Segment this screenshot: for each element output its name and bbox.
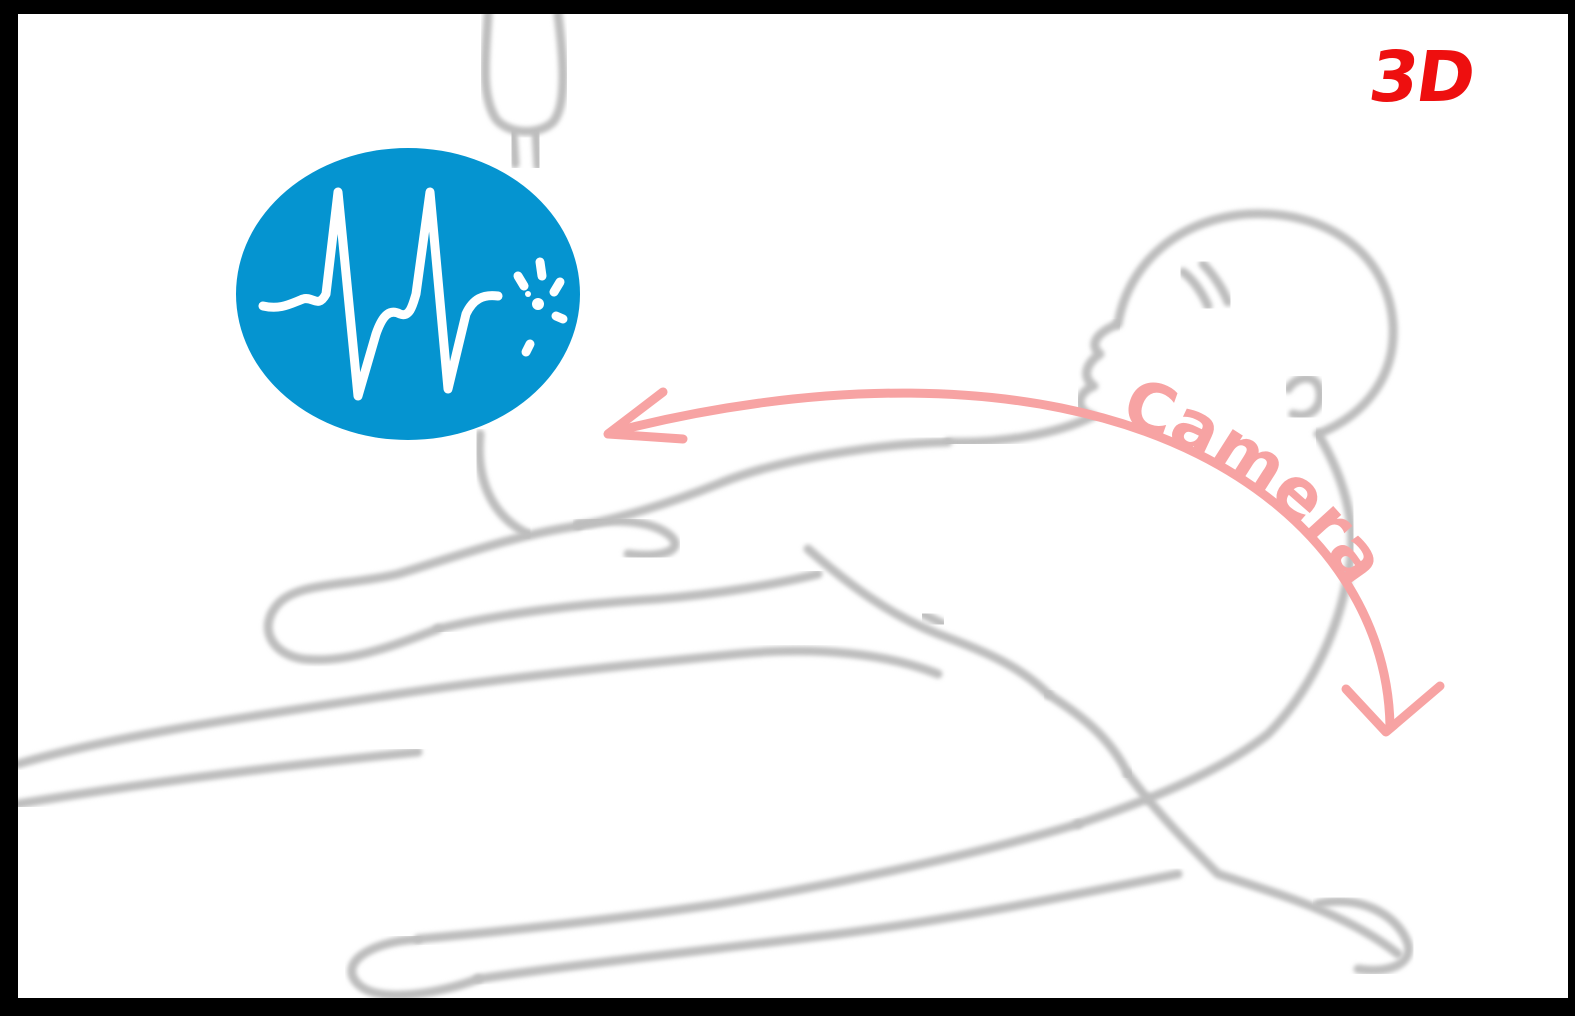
neck-line	[948, 416, 1093, 442]
view-mode-label: 3D	[1365, 42, 1478, 112]
face-profile	[1080, 324, 1118, 416]
near-hand	[578, 521, 675, 555]
far-arm-lower	[18, 752, 418, 804]
monitor-badge[interactable]	[236, 148, 580, 440]
probe-tip	[513, 132, 538, 166]
shoulder-line	[578, 442, 948, 526]
belly-line	[1048, 694, 1128, 774]
ear	[1288, 378, 1320, 415]
knee-hand	[352, 939, 478, 995]
navel	[923, 614, 943, 624]
cable-line	[479, 434, 528, 534]
near-forearm	[438, 574, 818, 629]
eye-lines	[1183, 264, 1228, 306]
patient-figure-sketch	[18, 14, 1409, 995]
scene-canvas[interactable]: Camera 3D	[18, 14, 1568, 998]
thigh-line	[418, 824, 1078, 939]
torso-side	[1078, 574, 1348, 824]
probe-body	[485, 14, 563, 131]
camera-label: Camera	[1113, 364, 1402, 599]
far-arm	[18, 651, 938, 764]
hip-line	[1128, 774, 1398, 954]
scene-drawing: Camera	[18, 14, 1568, 998]
near-upper-arm	[268, 526, 578, 660]
